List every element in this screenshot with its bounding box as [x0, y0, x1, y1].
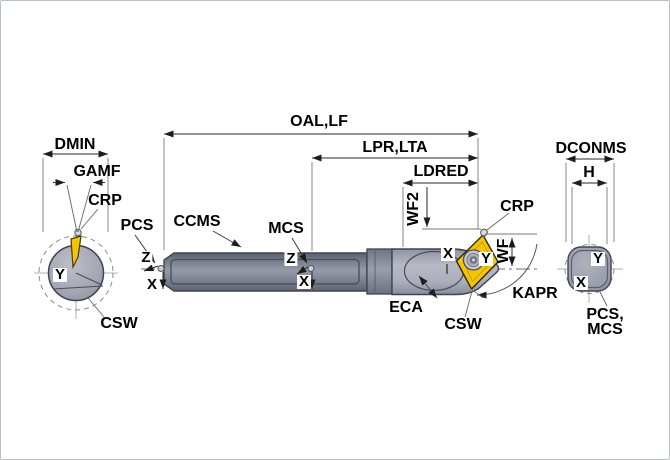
dim-label-dmin: DMIN [54, 136, 96, 153]
front-edge-line [75, 272, 103, 286]
dim-label-gamf: GAMF [73, 163, 121, 180]
axis-label-y-right: Y [590, 250, 606, 267]
mcs-z-axis-arrow [296, 265, 309, 275]
pcs-z-axis-arrow [143, 264, 159, 272]
shank [163, 252, 368, 292]
crp-leader-head [486, 212, 510, 231]
label-mcs: MCS [268, 220, 304, 237]
left-end-view [34, 150, 118, 319]
dim-label-oal-lf: OAL,LF [290, 113, 348, 130]
crp-marker-left [74, 228, 82, 237]
eca-arrow-line [418, 275, 438, 299]
dim-label-kapr: KAPR [512, 285, 558, 302]
dmin-bore-circle [38, 235, 114, 311]
axis-label-x-head: X [440, 245, 456, 262]
csw-leader-head [464, 290, 473, 318]
label-pcs-left: PCS [120, 217, 154, 234]
axis-label-x-right: X [573, 274, 589, 291]
label-pcs-mcs: PCS, MCS [586, 306, 624, 338]
pcs-origin-marker [157, 265, 165, 272]
label-crp-head: CRP [500, 198, 534, 215]
axis-label-z-mcs: Z [284, 250, 298, 267]
label-csw-head: CSW [444, 316, 482, 333]
shank-inner-contour [170, 258, 360, 285]
gamf-line-left [66, 184, 78, 233]
dim-label-lpr-lta: LPR,LTA [362, 139, 428, 156]
label-csw-left: CSW [100, 315, 138, 332]
crp-leader-left [80, 208, 99, 230]
gamf-line-right [77, 184, 92, 233]
label-pcs-mcs-line1: PCS, [586, 306, 624, 323]
axis-label-y-head: Y [478, 250, 494, 267]
dim-label-eca: ECA [389, 299, 423, 316]
collar [366, 248, 393, 295]
cutting-edge-ref-line [470, 288, 484, 299]
axis-label-x-pcs: X [144, 276, 160, 293]
shank-end-inner-contour [570, 249, 609, 289]
label-crp-left: CRP [88, 192, 122, 209]
dim-label-wf2: WF2 [405, 192, 422, 226]
mcs-leader [291, 237, 308, 264]
dim-label-wf: WF [495, 238, 512, 264]
right-end-view [557, 155, 623, 307]
label-ccms: CCMS [173, 213, 221, 230]
dim-label-h: H [583, 164, 595, 181]
dim-label-ldred: LDRED [413, 163, 469, 180]
length-dimensions [163, 130, 481, 251]
insert-front-view [70, 235, 82, 270]
pcs-mcs-leader [599, 291, 608, 307]
dcon-circle [564, 244, 615, 294]
kapr-angle-arc [476, 243, 538, 299]
mcs-origin-marker [307, 265, 315, 272]
dim-label-dconms: DCONMS [555, 140, 627, 157]
axis-label-y-left: Y [52, 266, 68, 283]
csw-leader-left [87, 297, 105, 318]
label-pcs-mcs-line2: MCS [587, 321, 623, 338]
screw-center-dot [472, 258, 475, 262]
ccms-leader [212, 230, 242, 248]
front-chord-line [52, 285, 104, 290]
axis-label-z-pcs: Z [139, 249, 153, 266]
crp-marker-head [480, 228, 488, 237]
axis-label-x-mcs: X [296, 273, 312, 290]
